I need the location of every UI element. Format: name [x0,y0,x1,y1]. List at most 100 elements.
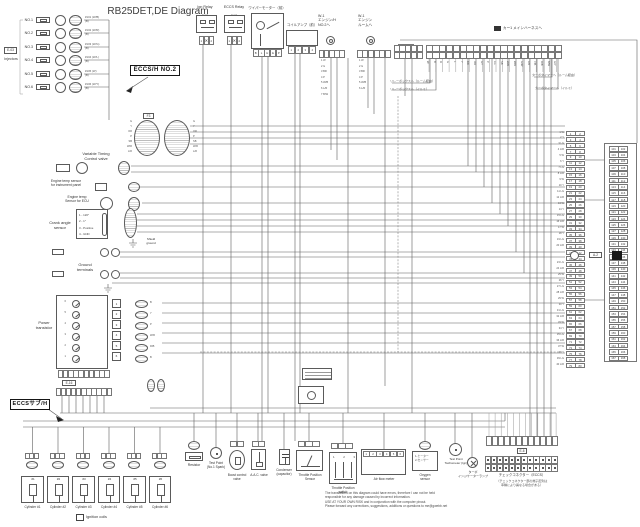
ecu-wire-code: 27 LG [556,285,564,289]
harness-wire-code: L/R [526,61,530,66]
harness-wire-code: R/B [539,61,543,66]
main-harness-link: カー1 メインハーネスへ [494,26,542,31]
pt-number: 2 [64,344,66,347]
ign-relay-connector: 1✕2 [198,36,214,45]
power-transistor-connector [57,370,111,378]
coil-legend: Ignition coils [76,514,107,521]
main-harness-strip [393,45,423,52]
connector-strip [251,441,265,447]
injector-resistor-icon [36,57,50,63]
pt-wire-code: P [150,322,152,326]
injector-row-label: NO.4 [24,58,33,62]
pt-number: 4 [64,322,66,325]
injector-row-label: NO.6 [24,85,33,89]
eccs-relay-name: ECCS Relay [223,5,245,10]
harness-wire-code: LG [493,61,496,65]
harness-wire-code: BR [466,61,470,65]
wire-code: G [129,120,132,123]
wire-code: 1 W [321,59,326,62]
ecu-wire-code: 3 LG [558,142,564,146]
aac-valve-icon [251,449,266,470]
ecu-wire-code: 30 Y [558,303,564,307]
arrow-eccs-sub-h [56,416,64,422]
disclaimer-line: USE AT YOUR OWN RISK and in conjunction … [325,499,427,504]
connector-icon [124,208,137,238]
check-connector-label: チェックコネクター（ECCS） [498,473,546,477]
callout-eccs-h-no2: ECCS/H NO.2 [130,65,180,76]
pt-number: 1 [64,355,66,358]
connector-icon [494,26,501,31]
coil-connector [126,453,142,459]
harness-wire-code: SB [499,61,503,65]
ecu-mid-code: A-2 [589,252,602,258]
annotation-b1: ターボタイマーへ（ルーム経由） [532,73,577,77]
ecu-wire-code: 40 L/R [556,362,564,366]
wire-code: Y [193,125,195,128]
injector-connector-code: E-03 [4,47,17,54]
 [40,59,47,63]
harness-wire-code: Y/B [533,61,537,66]
 [74,324,80,329]
injector-row-label: NO.2 [24,31,33,35]
cas-pin: 4 - GND [79,232,90,237]
ecu-wire-code: 17 W [557,225,564,229]
pt-connector-cell: 6 [112,351,121,361]
ecu-wire-code: 16 L/R [556,219,564,223]
pt-connector-cell: 5 [112,341,121,350]
 [160,496,162,502]
connector-icon [157,379,165,392]
 [74,357,80,362]
cylinder-label: Cylinder #5 [126,505,143,509]
temp-sensor-icon [95,183,107,191]
component-box [302,368,332,380]
coil-connector [101,453,116,459]
disclaimer: The translations on this diagram could h… [325,491,495,509]
 [74,346,80,351]
pt-connector-cell: 1 [112,299,121,308]
ecu-wire-code: 13 W [557,201,564,205]
ignition-coil-box: #3 [72,476,95,503]
ground-code [52,249,64,255]
ecu-wire-code: 6 Y [560,160,564,164]
connector-icon [135,322,148,330]
injector-wire-code: (B) [85,46,89,50]
ecu-wire-code: 31 LG [556,309,564,312]
harness-wire-code: G/W [519,61,523,67]
ecu-wire-code: 8 L/R [557,172,564,176]
wire-code: 7 B/W [321,92,329,96]
injector-resistor-icon [36,17,50,23]
 [40,32,47,36]
cas-pin: 1 - 120° [79,213,90,217]
cas-pin: 2 - 1° [79,219,86,224]
connector-icon [51,461,64,469]
f3-code: F3 [143,113,154,119]
power-transistor-box [56,295,108,369]
transistor-icon [72,300,80,308]
main-harness-label: カー1 メインハーネスへ [503,26,542,31]
pt-connector-cell: 4 [112,330,121,340]
coil-connector [50,453,65,459]
 [109,496,111,502]
injector-wire-code: #102 (W/R) [85,28,100,32]
injector-row-label: NO.1 [24,18,33,22]
connector-icon [135,333,148,341]
ignition-coil-box: #6 [148,476,171,503]
ecu-wire-code: 25 W [557,273,564,277]
sub-harness-connector-icon [134,120,160,156]
ecu-wire-code: 10 Y [558,184,564,188]
harness-wire-code: W/B [506,61,510,67]
connector-key-icon [570,251,579,260]
ground-lug-icon [100,270,109,279]
